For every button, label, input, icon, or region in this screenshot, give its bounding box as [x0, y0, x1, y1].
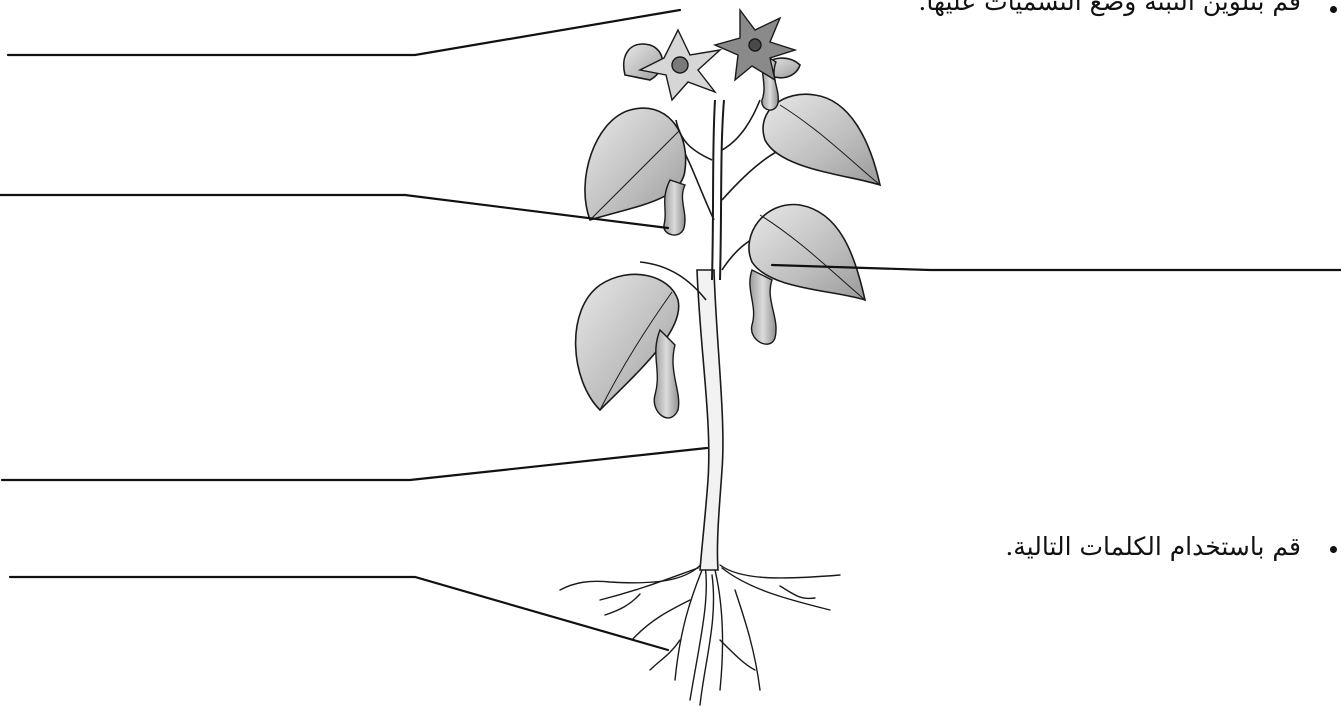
roots — [560, 560, 840, 705]
leaves — [576, 44, 880, 410]
label-blank-fruit[interactable] — [0, 195, 668, 228]
label-blank-flower[interactable] — [8, 10, 680, 55]
label-blank-roots[interactable] — [10, 577, 668, 650]
label-blank-stem[interactable] — [2, 448, 707, 480]
